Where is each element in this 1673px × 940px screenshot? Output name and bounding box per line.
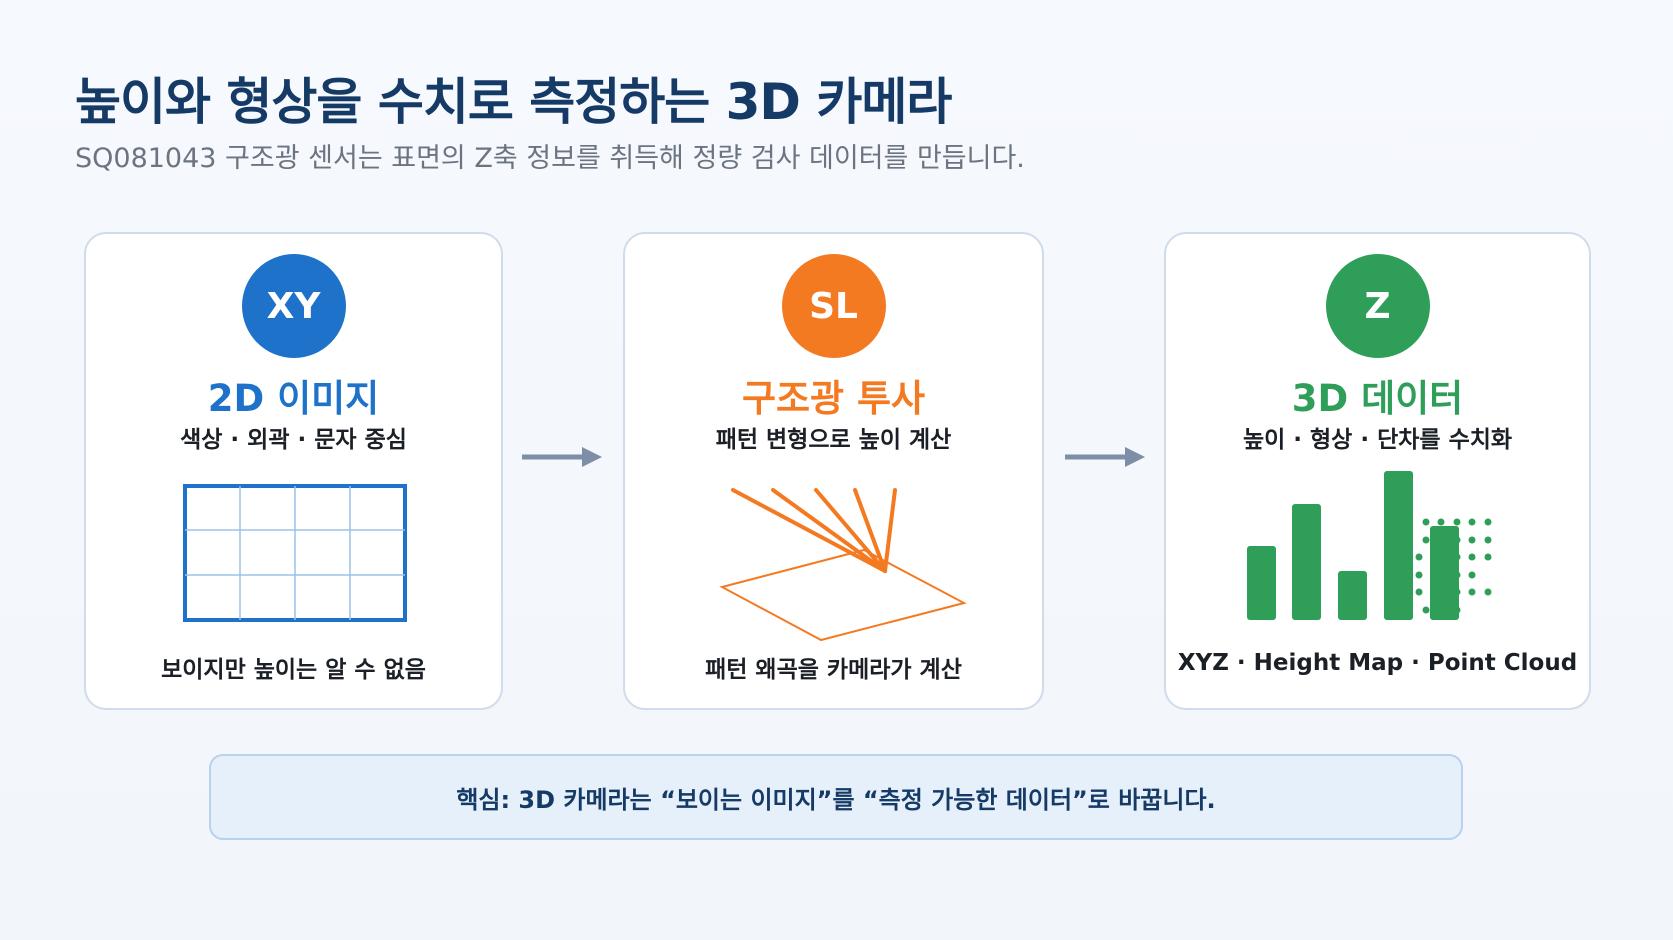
key-message-box: 핵심: 3D 카메라는 “보이는 이미지”를 “측정 가능한 데이터”로 바꿉니… <box>209 754 1463 840</box>
badge-xy: XY <box>241 254 346 358</box>
card-subtitle-structured-light: 패턴 변형으로 높이 계산 <box>715 427 952 453</box>
key-message: 핵심: 3D 카메라는 “보이는 이미지”를 “측정 가능한 데이터”로 바꿉니… <box>456 785 1216 814</box>
badge-sl: SL <box>781 254 886 358</box>
card-2d-image: XY 2D 이미지 색상 · 외곽 · 문자 중심 보이지만 높이는 알 수 없… <box>84 232 503 710</box>
card-subtitle-3d-data: 높이 · 형상 · 단차를 수치화 <box>1242 427 1513 453</box>
page-subtitle: SQ081043 구조광 센서는 표면의 Z축 정보를 취득해 정량 검사 데이… <box>75 143 1025 174</box>
card-title-structured-light: 구조광 투사 <box>741 377 926 420</box>
page-title: 높이와 형상을 수치로 측정하는 3D 카메라 <box>75 73 952 131</box>
card-3d-data: Z 3D 데이터 높이 · 형상 · 단차를 수치화 <box>1164 232 1591 710</box>
height-bars-icon <box>1247 471 1492 620</box>
card-subtitle-2d-image: 색상 · 외곽 · 문자 중심 <box>180 427 407 453</box>
card-footer-structured-light: 패턴 왜곡을 카메라가 계산 <box>705 657 962 683</box>
card-title-2d-image: 2D 이미지 <box>207 377 380 420</box>
structured-light-projection-icon <box>719 488 967 642</box>
card-structured-light: SL 구조광 투사 패턴 변형으로 높이 계산 패턴 왜곡을 카메라가 계산 <box>623 232 1044 710</box>
card-title-3d-data: 3D 데이터 <box>1291 377 1464 420</box>
badge-z: Z <box>1325 254 1430 358</box>
arrow-right-icon <box>522 447 602 467</box>
arrow-right-icon <box>1065 447 1145 467</box>
grid-image-icon <box>183 484 407 622</box>
card-footer-2d-image: 보이지만 높이는 알 수 없음 <box>161 657 426 683</box>
card-footer-3d-data: XYZ · Height Map · Point Cloud <box>1177 650 1578 676</box>
